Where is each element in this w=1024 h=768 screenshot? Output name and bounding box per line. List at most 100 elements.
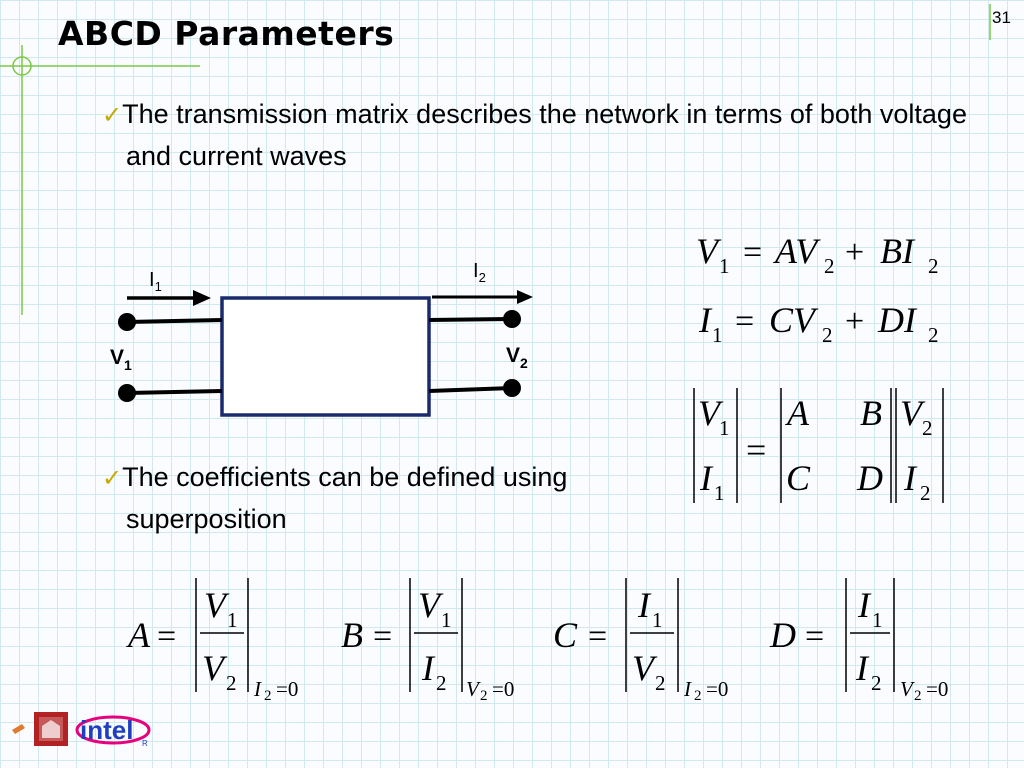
- svg-text:=0: =0: [706, 677, 728, 701]
- definition-d: D = I 1 I 2 V 2 =0: [769, 578, 948, 704]
- svg-text:1: 1: [712, 323, 723, 347]
- port1-bottom-terminal: [118, 384, 136, 402]
- svg-text:I: I: [699, 458, 714, 498]
- svg-text:=: =: [588, 618, 607, 655]
- port1-top-wire: [126, 318, 223, 324]
- two-port-network-diagram: I1 I2 V1 V2: [110, 260, 533, 417]
- svg-text:V: V: [204, 585, 230, 625]
- svg-text:C: C: [786, 458, 811, 498]
- svg-text:I: I: [253, 677, 262, 701]
- current-label-i2: I2: [473, 260, 486, 285]
- svg-text:I: I: [683, 677, 692, 701]
- svg-text:V: V: [632, 648, 658, 688]
- voltage-label-v1: V1: [110, 346, 132, 373]
- svg-text:2: 2: [822, 323, 833, 347]
- svg-text:=: =: [805, 618, 824, 655]
- svg-text:+: +: [845, 303, 864, 340]
- checkmark-icon: ✓: [102, 102, 123, 129]
- svg-text:2: 2: [694, 688, 702, 704]
- equation-v1: V 1 = AV 2 + BI 2: [696, 231, 939, 278]
- port2-top-terminal: [503, 310, 521, 328]
- svg-text:1: 1: [441, 608, 452, 632]
- svg-text:1: 1: [227, 608, 238, 632]
- svg-text:V: V: [698, 393, 724, 433]
- svg-text:1: 1: [719, 416, 730, 440]
- svg-text:A: A: [785, 393, 810, 433]
- i1-arrow-head: [193, 290, 211, 306]
- checkmark-icon: ✓: [102, 465, 123, 492]
- footer-logos: intel R: [12, 712, 151, 748]
- port1-bottom-wire: [126, 389, 223, 395]
- svg-text:2: 2: [226, 671, 237, 695]
- svg-text:2: 2: [928, 323, 939, 347]
- svg-text:2: 2: [824, 254, 835, 278]
- svg-text:=: =: [743, 234, 762, 271]
- matrix-entries: V 1 I 1 = A B C D V 2 I 2: [698, 393, 933, 505]
- svg-text:1: 1: [652, 608, 663, 632]
- svg-text:=: =: [735, 303, 754, 340]
- port2-top-wire: [428, 317, 513, 322]
- svg-text:+: +: [845, 234, 864, 271]
- svg-text:CV: CV: [769, 300, 819, 340]
- svg-text:=0: =0: [926, 677, 948, 701]
- svg-text:V: V: [418, 585, 444, 625]
- svg-text:AV: AV: [773, 231, 821, 271]
- svg-text:intel: intel: [80, 715, 133, 745]
- svg-text:R: R: [142, 739, 148, 748]
- svg-text:2: 2: [655, 671, 666, 695]
- port2-bottom-wire: [428, 386, 513, 393]
- definition-a: A = V 1 V 2 I 2 =0: [126, 578, 298, 704]
- svg-text:=0: =0: [492, 677, 514, 701]
- svg-text:C: C: [553, 615, 578, 655]
- svg-text:2: 2: [264, 688, 272, 704]
- svg-text:DI: DI: [877, 300, 918, 340]
- svg-text:B: B: [341, 615, 363, 655]
- svg-text:2: 2: [436, 671, 447, 695]
- equation-i1: I 1 = CV 2 + DI 2: [698, 300, 939, 347]
- slide-title: ABCD Parameters: [58, 14, 395, 53]
- port1-top-terminal: [118, 313, 136, 331]
- svg-text:V: V: [466, 677, 481, 701]
- definition-c: C = I 1 V 2 I 2 =0: [553, 578, 728, 704]
- intel-logo: intel R: [75, 715, 151, 748]
- i2-arrow-head: [517, 290, 533, 304]
- svg-text:D: D: [856, 458, 883, 498]
- svg-text:=: =: [746, 430, 766, 470]
- matrix-equation: [693, 388, 944, 503]
- svg-text:1: 1: [872, 608, 883, 632]
- svg-text:B: B: [860, 393, 882, 433]
- svg-text:V: V: [696, 231, 722, 271]
- corner-decoration: [0, 45, 200, 315]
- slide-number-divider: [989, 4, 991, 40]
- pencil-icon: [12, 724, 25, 734]
- svg-text:I: I: [857, 585, 872, 625]
- slide-number: 31: [992, 8, 1011, 27]
- definition-b: B = V 1 I 2 V 2 =0: [341, 578, 514, 704]
- port2-bottom-terminal: [503, 379, 521, 397]
- svg-text:I: I: [903, 458, 918, 498]
- svg-text:2: 2: [922, 416, 933, 440]
- svg-text:A: A: [126, 615, 151, 655]
- svg-text:V: V: [202, 648, 228, 688]
- bullet-text: The transmission matrix describes the ne…: [122, 99, 967, 171]
- svg-text:1: 1: [714, 481, 725, 505]
- university-seal-icon: [34, 712, 68, 746]
- svg-text:V: V: [900, 677, 915, 701]
- svg-text:=: =: [373, 618, 392, 655]
- svg-text:D: D: [769, 615, 796, 655]
- svg-text:BI: BI: [880, 231, 916, 271]
- bullet-item: ✓The coefficients can be defined using s…: [102, 457, 646, 540]
- svg-text:1: 1: [719, 254, 730, 278]
- current-label-i1: I1: [149, 269, 162, 294]
- voltage-label-v2: V2: [506, 344, 528, 371]
- svg-text:2: 2: [871, 671, 882, 695]
- bullet-item: ✓The transmission matrix describes the n…: [102, 94, 1006, 177]
- network-box: [220, 296, 431, 417]
- svg-text:=0: =0: [276, 677, 298, 701]
- svg-text:I: I: [855, 648, 870, 688]
- svg-text:I: I: [421, 648, 436, 688]
- svg-text:2: 2: [914, 688, 922, 704]
- svg-text:I: I: [698, 300, 713, 340]
- svg-text:=: =: [157, 618, 176, 655]
